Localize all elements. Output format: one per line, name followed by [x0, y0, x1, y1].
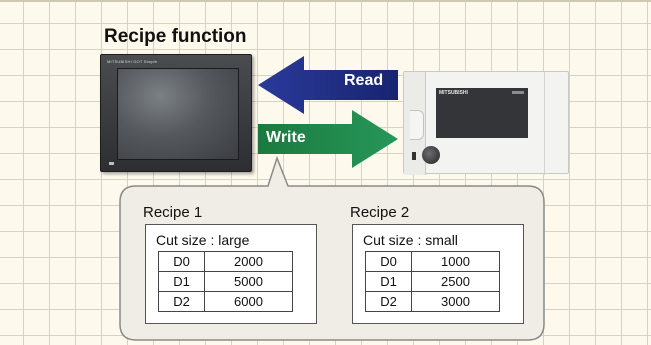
value-cell: 2000 — [204, 251, 293, 272]
value-cell: 1000 — [411, 251, 500, 272]
recipe-box: Cut size : large D0 2000 D1 5000 D2 6000 — [145, 224, 317, 324]
write-arrow: Write — [258, 110, 400, 168]
hmi-indicator — [109, 162, 114, 165]
table-row: D0 2000 — [158, 251, 293, 272]
device-value-table: D0 2000 D1 5000 D2 6000 — [158, 251, 293, 312]
device-cell: D2 — [158, 291, 205, 312]
plc-model-badge — [512, 91, 524, 94]
table-row: D2 3000 — [365, 291, 500, 312]
plc-display-panel: MITSUBISHI — [436, 88, 528, 138]
write-label: Write — [266, 129, 306, 146]
cut-size-label: Cut size : small — [363, 232, 458, 248]
write-arrow-shape — [258, 110, 398, 168]
device-value-table: D0 1000 D1 2500 D2 3000 — [365, 251, 500, 312]
cut-size-label: Cut size : large — [156, 232, 250, 248]
value-cell: 2500 — [411, 271, 500, 292]
read-arrow: Read — [258, 56, 400, 114]
plc-cover-tab — [410, 110, 424, 140]
recipe-name: Recipe 1 — [143, 204, 203, 221]
device-cell: D0 — [158, 251, 205, 272]
plc-brand-label: MITSUBISHI — [439, 90, 468, 96]
device-cell: D1 — [158, 271, 205, 292]
hmi-screen — [117, 68, 239, 160]
recipe-name: Recipe 2 — [350, 204, 410, 221]
recipe-card-1: Recipe 1 Cut size : large D0 2000 D1 500… — [143, 202, 319, 324]
hmi-brand-label: MITSUBISHI GOT Simple — [107, 59, 158, 64]
read-label: Read — [344, 72, 384, 89]
device-cell: D0 — [365, 251, 412, 272]
plc-unit-image: MITSUBISHI — [403, 71, 569, 175]
table-row: D1 5000 — [158, 271, 293, 292]
diagram-title: Recipe function — [104, 26, 247, 47]
value-cell: 6000 — [204, 291, 293, 312]
plc-port — [412, 152, 416, 160]
table-row: D2 6000 — [158, 291, 293, 312]
table-row: D1 2500 — [365, 271, 500, 292]
recipe-box: Cut size : small D0 1000 D1 2500 D2 3000 — [352, 224, 524, 324]
plc-knob — [422, 146, 440, 164]
device-cell: D1 — [365, 271, 412, 292]
device-cell: D2 — [365, 291, 412, 312]
top-border — [0, 0, 651, 2]
value-cell: 3000 — [411, 291, 500, 312]
table-row: D0 1000 — [365, 251, 500, 272]
plc-edge-line — [544, 72, 545, 175]
value-cell: 5000 — [204, 271, 293, 292]
recipe-card-2: Recipe 2 Cut size : small D0 1000 D1 250… — [350, 202, 526, 324]
hmi-panel-image: MITSUBISHI GOT Simple — [100, 54, 252, 172]
read-arrow-shape — [258, 56, 398, 114]
